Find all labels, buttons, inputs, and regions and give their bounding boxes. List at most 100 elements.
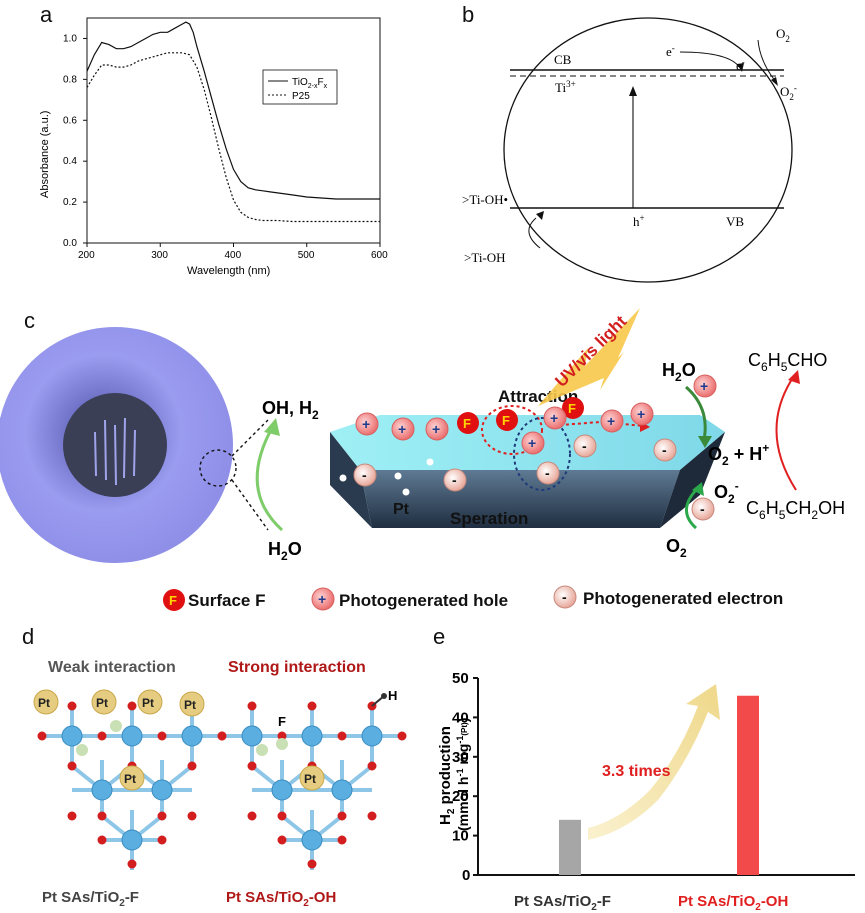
h2o-top-label: H2O (662, 360, 696, 384)
pt-atom-label: Pt (96, 696, 108, 710)
fluorine-atom (110, 720, 122, 732)
svg-text:Photogenerated hole: Photogenerated hole (339, 591, 508, 610)
oxygen-atom (157, 731, 167, 741)
superoxide-label: O2- (780, 83, 797, 102)
surface-f-ion: F (457, 412, 479, 434)
photogenerated-hole: + (600, 409, 624, 433)
oxygen-atom (157, 811, 167, 821)
band-diagram: CB Ti3+ e- e- O2 O2- h+ VB >Ti-OH• >Ti-O… (462, 17, 797, 283)
y-tick-label: 10 (452, 828, 469, 845)
panel-label-a: a (40, 2, 53, 27)
titanium-atom (121, 829, 143, 851)
svg-text:H2 production: H2 production (437, 726, 457, 825)
pt-atom-label: Pt (304, 772, 316, 786)
svg-text:-: - (545, 465, 550, 481)
photogenerated-electron: - (573, 434, 597, 458)
photogenerated-hole: + (630, 402, 654, 426)
svg-text:+: + (432, 421, 440, 437)
hydrogen-label: H (388, 688, 397, 703)
pt-atom (179, 691, 205, 717)
benzaldehyde-label: C6H5CHO (748, 350, 827, 374)
photogenerated-hole: + (543, 406, 567, 430)
electron-label-1: e- (666, 43, 675, 59)
svg-text:-: - (582, 438, 587, 454)
y-tick-label: 0.4 (63, 156, 77, 167)
panel-label-d: d (22, 624, 35, 649)
oxidation-arrowhead (536, 211, 544, 220)
svg-text:+: + (398, 421, 406, 437)
fold-increase-annotation: 3.3 times (602, 763, 671, 780)
photogenerated-hole: + (355, 412, 379, 436)
o2-reduction-c-arrow (685, 486, 700, 530)
e-y-axis-label: H2 production (mmol h-1 mg-1(Pt)) (437, 718, 471, 831)
light-bolt-icon (538, 308, 640, 406)
pt-atom-label: Pt (142, 696, 154, 710)
oxygen-atom (97, 835, 107, 845)
svg-text:+: + (362, 416, 370, 432)
chart-legend (262, 69, 338, 105)
caption-pt-tio2-oh: Pt SAs/TiO2-OH (226, 889, 336, 909)
svg-text:-: - (662, 442, 667, 458)
oxygen-atom (337, 811, 347, 821)
photogenerated-electron: - (353, 463, 377, 487)
titanium-atom (61, 725, 83, 747)
titanium-atom (91, 779, 113, 801)
photogenerated-hole: + (391, 417, 415, 441)
panel-label-c: c (24, 308, 35, 333)
crystal-left-face (330, 432, 372, 528)
oxygen-atom (277, 811, 287, 821)
photogenerated-hole: + (693, 374, 717, 398)
pt-atom (299, 765, 325, 791)
crystal-right-face (660, 432, 725, 528)
y-tick-label: 40 (452, 709, 469, 726)
ti-oh-label: >Ti-OH (464, 250, 506, 265)
pt-atom-label: Pt (38, 696, 50, 710)
zoom-circle (199, 449, 237, 487)
h2o-left-label: H2O (268, 539, 302, 563)
pt-label: Pt (393, 501, 410, 518)
photogenerated-hole: + (425, 417, 449, 441)
svg-text:+: + (550, 410, 558, 426)
separation-label: Speration (450, 509, 528, 528)
photogenerated-electron: - (691, 497, 715, 521)
oxygen-atom (277, 835, 287, 845)
oxygen-atom (187, 811, 197, 821)
pt-atom-label: Pt (124, 772, 136, 786)
svg-text:-: - (362, 467, 367, 483)
cb-label: CB (554, 52, 572, 67)
zoom-line-bottom (231, 479, 269, 531)
oxygen-atom (337, 731, 347, 741)
oxygen-atom (127, 701, 137, 711)
separation-highlight (513, 417, 571, 491)
titanium-atom (181, 725, 203, 747)
oxygen-atom (157, 835, 167, 845)
y-tick-label: 20 (452, 788, 469, 805)
panel-label-e: e (433, 624, 446, 649)
x-tick-label: 500 (298, 250, 315, 261)
surface-f-ion: F (496, 409, 518, 431)
oxygen-atom (67, 761, 77, 771)
svg-text:F: F (169, 593, 177, 608)
oxygen-atom (247, 761, 257, 771)
svg-text:(mmol h-1 mg-1(Pt)): (mmol h-1 mg-1(Pt)) (455, 718, 471, 831)
increase-arrow (588, 684, 720, 840)
series-line-p25 (86, 52, 380, 223)
oxygen-atom (307, 701, 317, 711)
oxidation-arrow (528, 217, 541, 249)
y-tick-label: 0.6 (63, 115, 77, 126)
x-tick-label: 600 (371, 250, 388, 261)
oxygen-atom (367, 811, 377, 821)
y-tick-label: 0.2 (63, 197, 77, 208)
strong-interaction-label: Strong interaction (228, 659, 366, 676)
weak-interaction-label: Weak interaction (48, 659, 176, 676)
excitation-arrowhead (629, 86, 637, 96)
y-tick-label: 0 (462, 867, 470, 884)
oxidation-c-arrowhead (788, 370, 800, 384)
x-tick-label: 400 (225, 250, 242, 261)
electron-transfer-arrow (679, 51, 741, 69)
hydrogen-atom (381, 693, 387, 699)
titanium-atom (241, 725, 263, 747)
electron-label-2: e- (736, 57, 745, 73)
